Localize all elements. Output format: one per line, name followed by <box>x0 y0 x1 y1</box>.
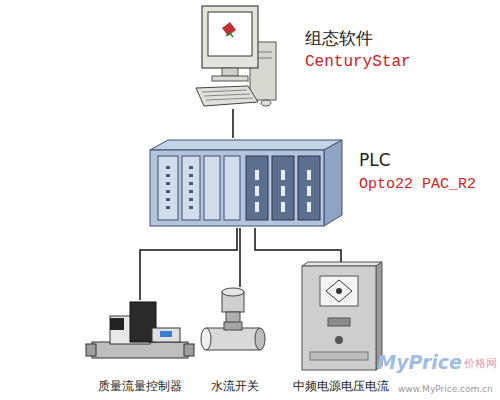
water-switch-illustration <box>201 288 265 350</box>
module-slot <box>281 170 285 180</box>
led <box>166 182 170 185</box>
led <box>166 174 170 177</box>
module-slot <box>307 170 311 180</box>
module-slot <box>255 186 259 196</box>
led <box>166 198 170 201</box>
plc-node: PLCOpto22 PAC_R2 <box>145 138 345 228</box>
module-slot <box>307 186 311 196</box>
led <box>189 182 193 185</box>
module-slot <box>255 202 259 212</box>
watermark: MyPrice <box>377 351 462 373</box>
module-slot <box>255 170 259 180</box>
watermark: www.MyPrice.com.cn <box>398 384 493 394</box>
led <box>166 190 170 193</box>
node-label: Opto22 PAC_R2 <box>359 176 476 193</box>
mass-flow-controller-illustration <box>86 302 194 358</box>
led <box>189 174 193 177</box>
mass-flow-controller-node: 质量流量控制器 <box>86 300 194 360</box>
led <box>189 198 193 201</box>
computer-node: 组态软件CenturyStar <box>193 3 279 109</box>
plc-rack-illustration <box>150 140 342 226</box>
node-label: 质量流量控制器 <box>98 378 182 395</box>
node-label: PLC <box>359 150 391 170</box>
led <box>189 166 193 169</box>
connector-line <box>239 228 241 287</box>
led <box>166 206 170 209</box>
module-slot <box>281 186 285 196</box>
node-label: CenturyStar <box>305 53 411 71</box>
water-switch-node: 水流开关 <box>204 287 266 353</box>
power-cabinet-illustration <box>302 262 382 370</box>
computer-illustration <box>196 6 276 106</box>
led <box>189 190 193 193</box>
led <box>189 206 193 209</box>
power-supply-node: 中频电源电压电流 <box>300 262 382 370</box>
node-label: 中频电源电压电流 <box>293 378 389 395</box>
node-label: 组态软件 <box>305 27 373 50</box>
module-slot <box>281 202 285 212</box>
module-slot <box>307 202 311 212</box>
connector-line <box>140 228 237 300</box>
led <box>166 166 170 169</box>
node-label: 水流开关 <box>211 378 259 395</box>
connector-line <box>232 109 234 138</box>
watermark: 价格网 <box>464 356 497 371</box>
connector-line <box>255 228 341 262</box>
